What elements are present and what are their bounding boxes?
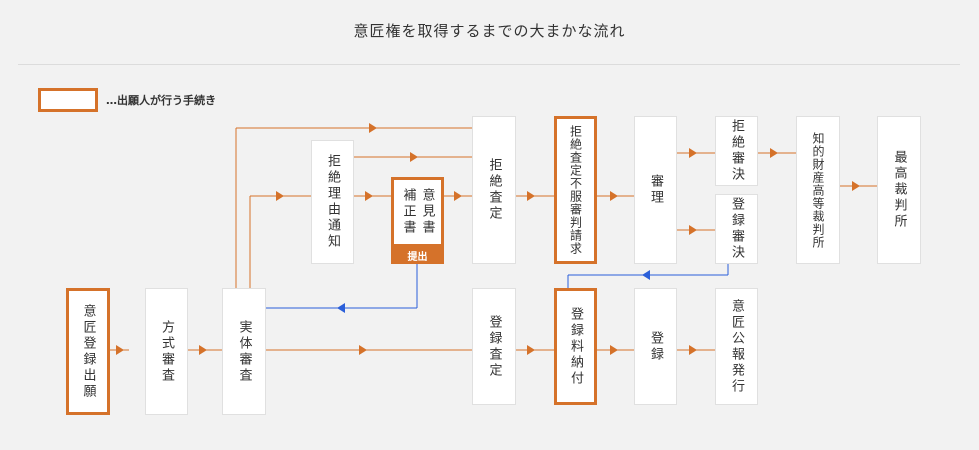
- node-gazette-label: 意匠公報発行: [729, 298, 744, 395]
- node-fee-payment: 登録料納付: [554, 288, 597, 405]
- node-appeal-request-label: 拒絶査定不服審判請求: [568, 125, 583, 255]
- node-opinion-amendment: 意見書 補正書: [391, 177, 444, 247]
- node-application-label: 意匠登録出願: [80, 303, 96, 400]
- node-rejection-trial-decision: 拒絶審決: [715, 116, 758, 186]
- node-rejection-notice-label: 拒絶理由通知: [325, 154, 340, 250]
- submit-badge: 提出: [391, 246, 444, 264]
- node-fee-payment-label: 登録料納付: [568, 306, 583, 387]
- node-rejection-decision: 拒絶査定: [472, 116, 516, 264]
- node-opinion-label: 意見書: [419, 188, 435, 236]
- node-registration-label: 登録: [648, 330, 663, 363]
- node-gazette: 意匠公報発行: [715, 288, 758, 405]
- node-formality: 方式審査: [145, 288, 188, 415]
- legend-label: …出願人が行う手続き: [106, 94, 216, 107]
- node-trial: 審理: [634, 116, 677, 264]
- divider: [18, 64, 960, 65]
- node-supreme-court: 最高裁判所: [877, 116, 921, 264]
- node-substantive-label: 実体審査: [236, 319, 252, 384]
- node-registration-decision: 登録査定: [472, 288, 516, 405]
- node-rejection-decision-label: 拒絶査定: [486, 158, 502, 222]
- node-substantive: 実体審査: [222, 288, 266, 415]
- node-appeal-request: 拒絶査定不服審判請求: [554, 116, 597, 264]
- node-rejection-trial-decision-label: 拒絶審決: [729, 119, 744, 183]
- page-title: 意匠権を取得するまでの大まかな流れ: [353, 22, 626, 40]
- legend-swatch: [38, 88, 98, 112]
- node-application: 意匠登録出願: [66, 288, 110, 415]
- node-supreme-court-label: 最高裁判所: [891, 150, 907, 230]
- node-trial-label: 審理: [648, 174, 663, 206]
- node-registration-decision-label: 登録査定: [486, 314, 502, 379]
- node-ip-high-court-label: 知的財産高等裁判所: [811, 131, 825, 249]
- node-formality-label: 方式審査: [159, 319, 174, 384]
- node-registration-trial-decision: 登録審決: [715, 194, 758, 264]
- node-amendment-label: 補正書: [400, 188, 416, 236]
- node-rejection-notice: 拒絶理由通知: [311, 140, 354, 264]
- node-ip-high-court: 知的財産高等裁判所: [796, 116, 840, 264]
- node-registration-trial-decision-label: 登録審決: [729, 197, 744, 261]
- node-registration: 登録: [634, 288, 677, 405]
